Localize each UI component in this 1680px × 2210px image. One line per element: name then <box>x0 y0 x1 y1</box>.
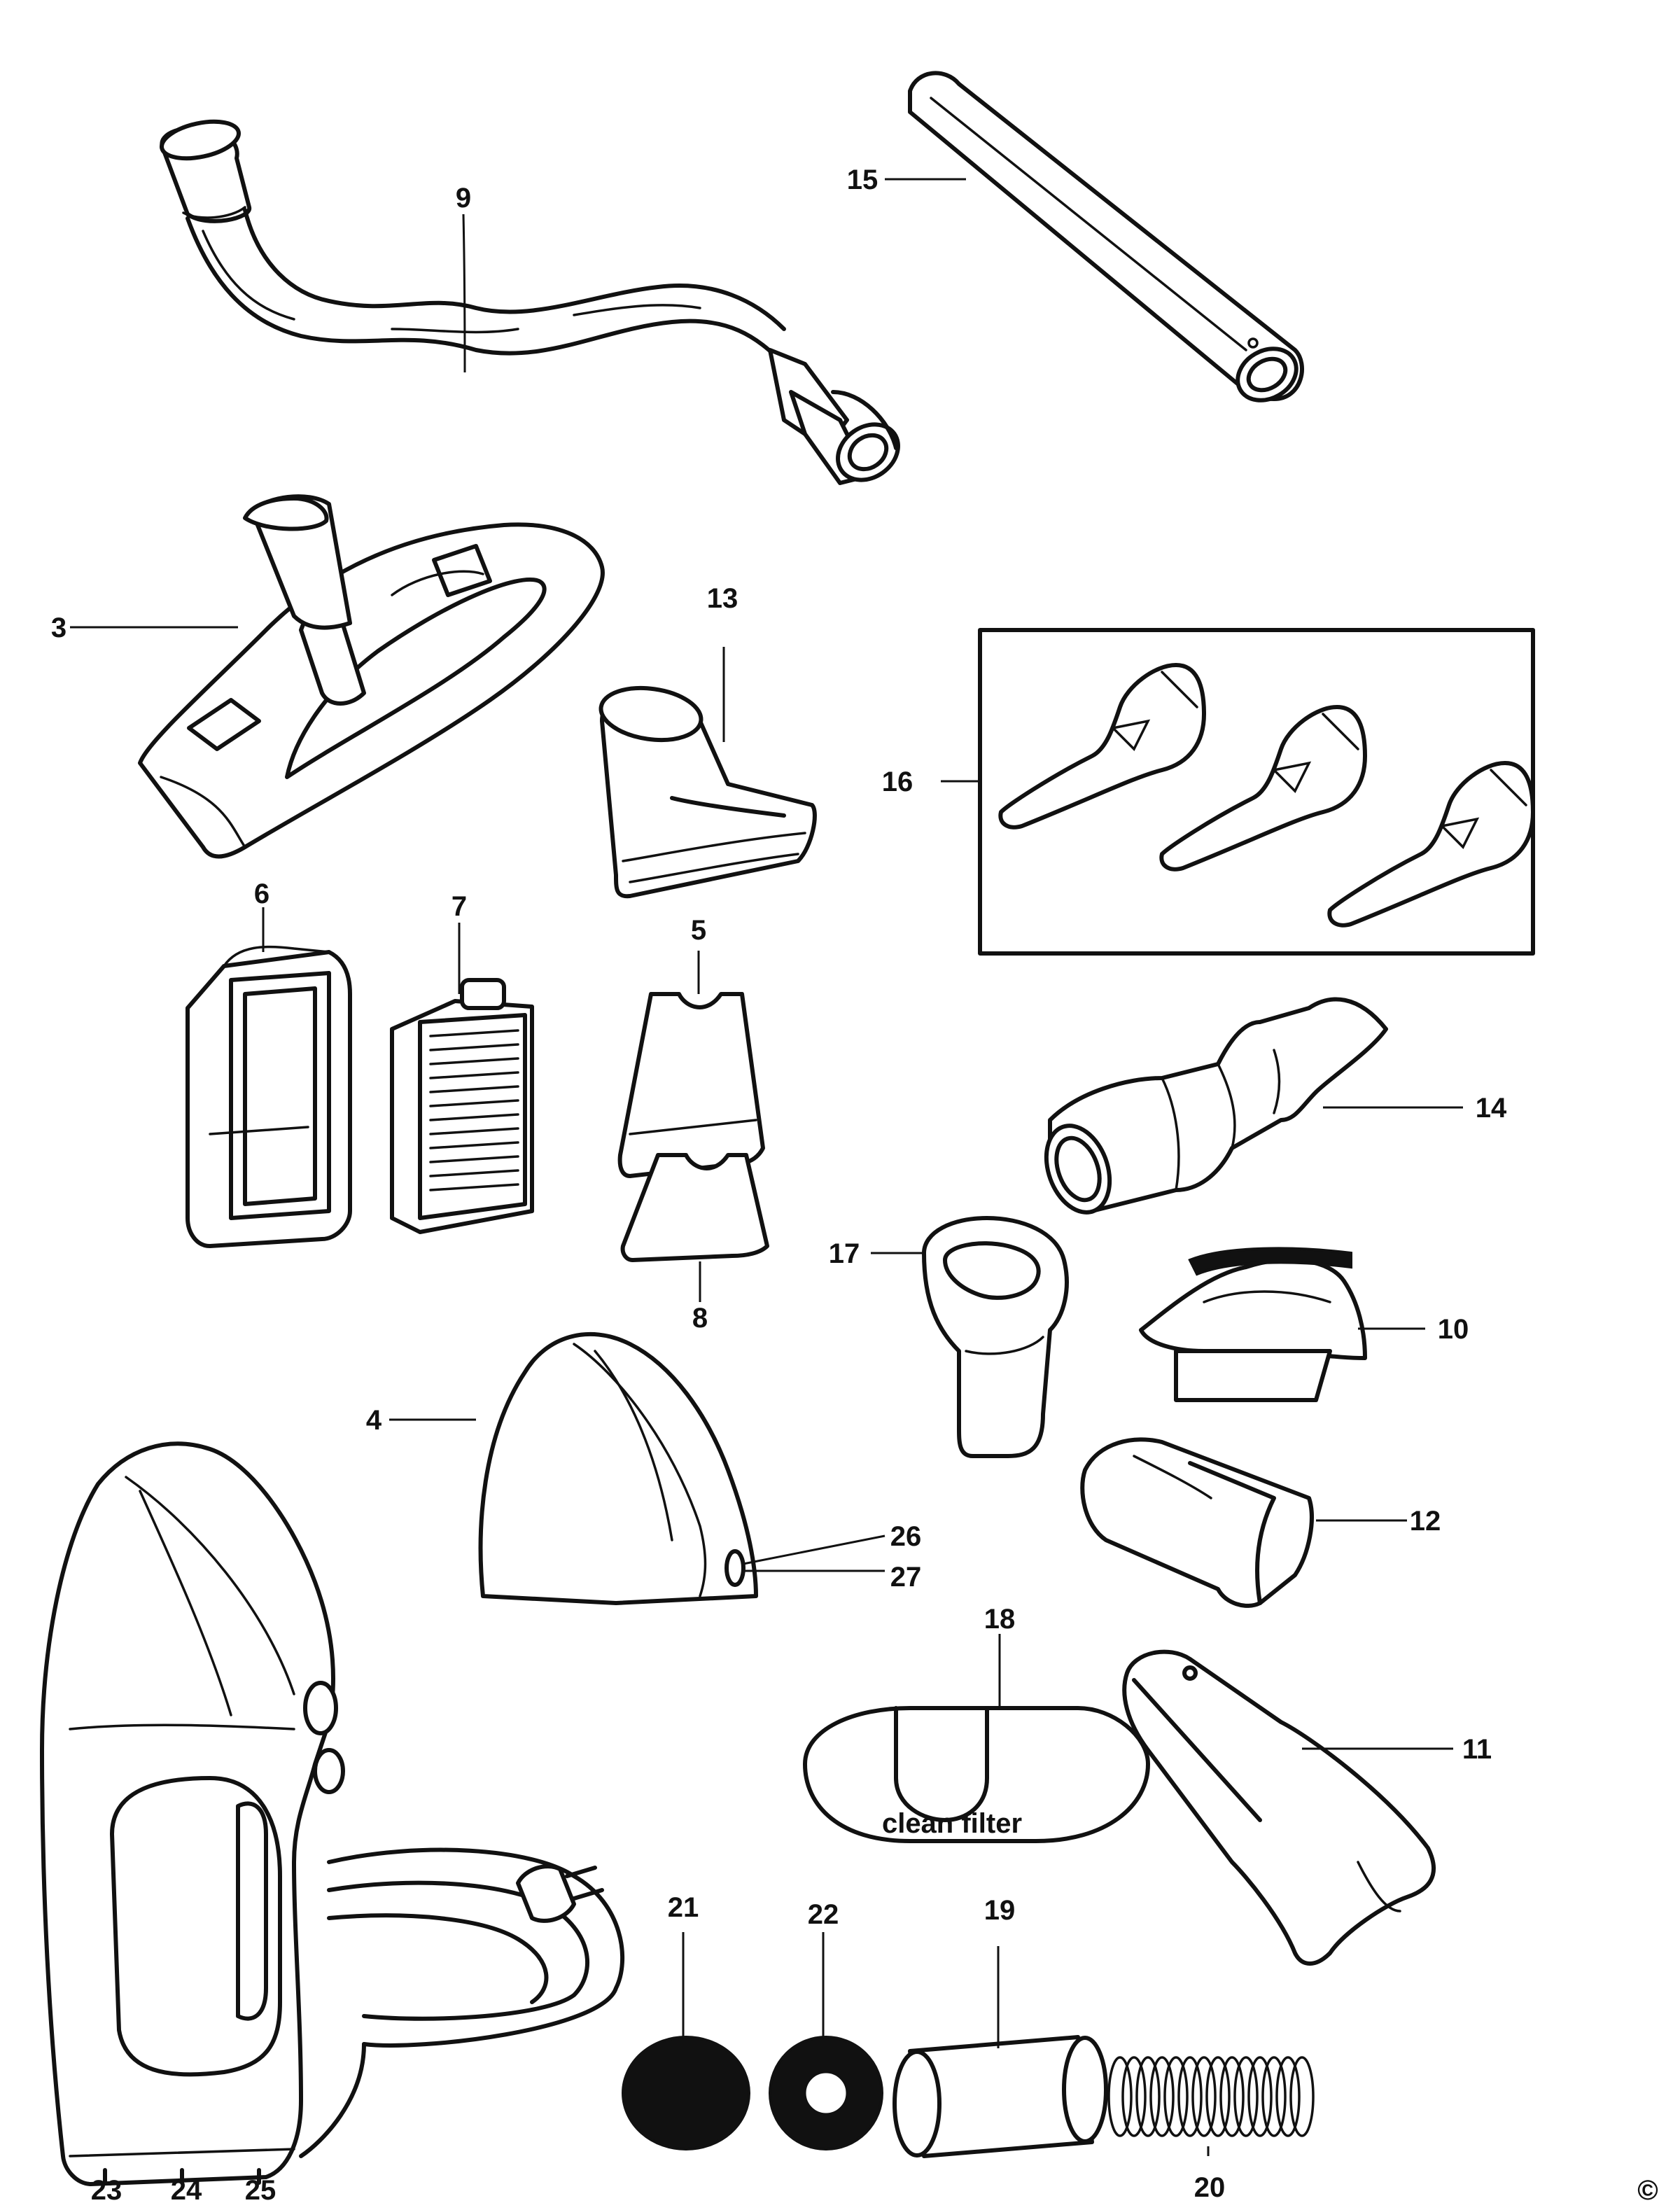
part-3-floor-brush <box>138 494 605 859</box>
part-9-hose <box>159 119 900 485</box>
callout-26: 26 <box>890 1521 922 1552</box>
main-body <box>40 1441 345 2186</box>
callout-11: 11 <box>1462 1734 1492 1765</box>
part-18-filter-plate: clean filter <box>803 1706 1150 1843</box>
callout-22: 22 <box>808 1899 839 1930</box>
callout-9: 9 <box>456 183 471 214</box>
callout-15: 15 <box>847 165 878 195</box>
part-12-wide-nozzle <box>1080 1437 1314 1608</box>
part-5-pad <box>617 992 765 1178</box>
callout-10: 10 <box>1438 1314 1469 1345</box>
callout-20: 20 <box>1194 2172 1226 2203</box>
part-19-filter-cylinder <box>892 2035 1108 2158</box>
power-cord <box>299 1847 625 2158</box>
callout-5: 5 <box>691 915 706 946</box>
part-4-cover <box>478 1332 758 1605</box>
callout-24: 24 <box>171 2175 202 2206</box>
part-17-adaptor <box>922 1216 1069 1458</box>
part-6-filter-frame <box>186 945 352 1248</box>
callout-25: 25 <box>245 2175 276 2206</box>
callout-18: 18 <box>984 1604 1016 1635</box>
part-22-ring <box>769 2036 883 2150</box>
leader-lines <box>70 178 1463 2183</box>
callout-8: 8 <box>692 1303 708 1334</box>
filter-plate-text: clean filter <box>882 1808 1022 1839</box>
part-10-brush <box>1139 1247 1367 1402</box>
callout-6: 6 <box>254 879 270 909</box>
callout-19: 19 <box>984 1895 1016 1926</box>
callout-12: 12 <box>1410 1506 1441 1537</box>
part-13-upholstery-tool <box>598 685 817 899</box>
callout-4: 4 <box>366 1405 382 1436</box>
callout-21: 21 <box>668 1892 699 1923</box>
callout-16: 16 <box>882 767 913 797</box>
callout-7: 7 <box>451 891 467 922</box>
part-7-filter <box>390 978 534 1234</box>
callout-14: 14 <box>1476 1093 1507 1124</box>
callout-labels: 3 4 5 6 7 8 9 10 11 12 13 14 15 16 17 18… <box>51 165 1658 2206</box>
callout-17: 17 <box>829 1238 860 1269</box>
callout-23: 23 <box>91 2175 122 2206</box>
callout-27: 27 <box>890 1562 922 1593</box>
part-11-crevice-tool <box>1122 1649 1436 1966</box>
callout-13: 13 <box>707 583 738 614</box>
part-15-extension-tube <box>908 71 1304 403</box>
part-14-crevice-tool <box>1044 997 1388 1215</box>
part-21-disc <box>622 2036 750 2150</box>
copyright-mark: © <box>1637 2175 1658 2206</box>
part-8-pad <box>620 1153 769 1262</box>
callout-3: 3 <box>51 613 66 643</box>
part-20-spring <box>1107 2056 1315 2137</box>
part-16-nozzle-set <box>978 628 1535 956</box>
